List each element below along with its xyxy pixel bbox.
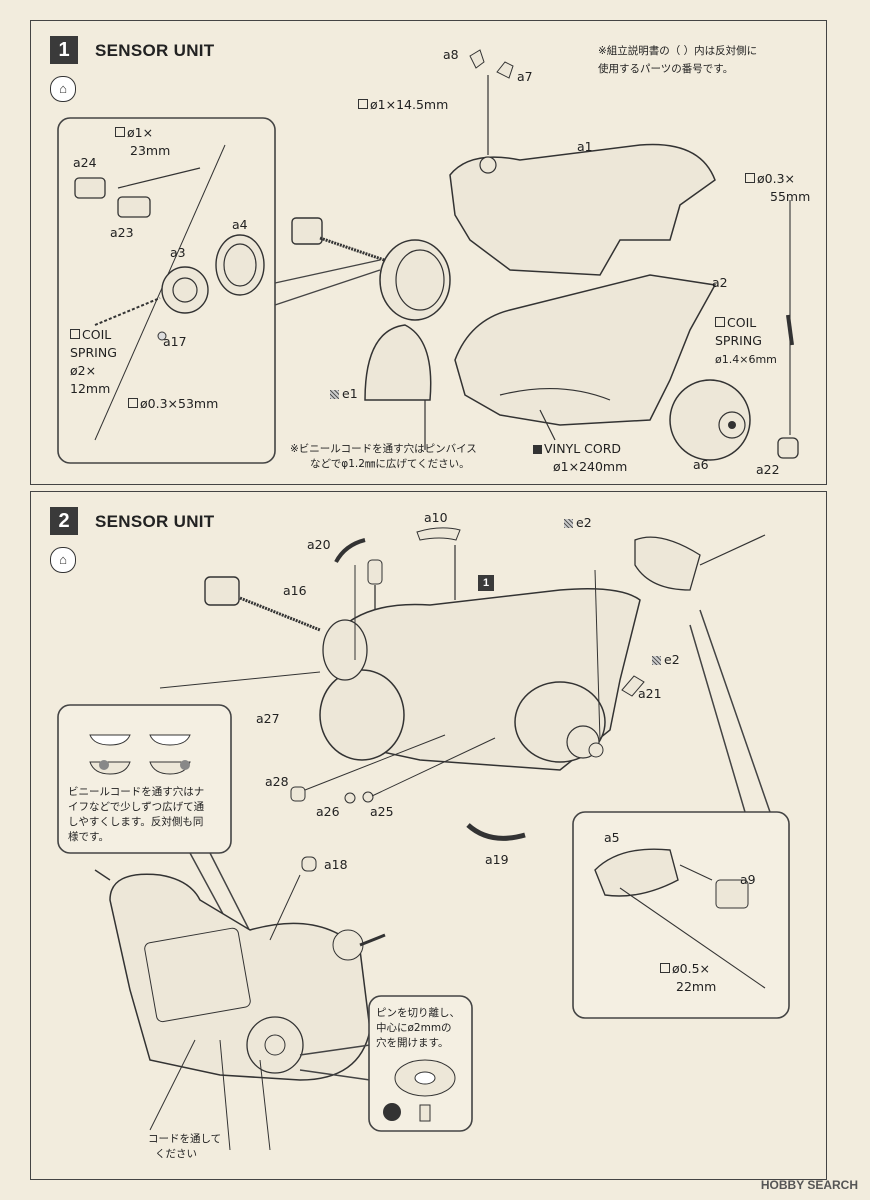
wire1-label: ø1×14.5mm xyxy=(358,98,448,112)
wire2-label-l2: 23mm xyxy=(130,143,171,158)
callout-pin-l1: ピンを切り離し、 xyxy=(376,1007,460,1019)
wire2-label-l1: ø1× xyxy=(115,126,153,140)
coil2-label-l3: ø1.4×6mm xyxy=(715,353,777,366)
step1-tool-icon: ⌂ xyxy=(50,76,76,102)
label-a25: a25 xyxy=(370,804,394,819)
ref-step1-box: 1 xyxy=(478,575,494,591)
label-a23: a23 xyxy=(110,225,134,240)
label-a9: a9 xyxy=(740,872,756,887)
step1-number: 1 xyxy=(50,36,78,64)
label-a17: a17 xyxy=(163,334,187,349)
step1-note-line1: ※組立説明書の（ ）内は反対側に xyxy=(598,45,758,57)
label-a28: a28 xyxy=(265,774,289,789)
label-a7: a7 xyxy=(517,69,533,84)
label-a3: a3 xyxy=(170,245,186,260)
label-a27: a27 xyxy=(256,711,280,726)
step1-hole-note-l1: ※ビニールコードを通す穴はピンバイス xyxy=(290,443,477,455)
label-e2-right: e2 xyxy=(652,653,680,667)
step2-panel xyxy=(30,491,827,1180)
label-a18: a18 xyxy=(324,857,348,872)
callout-left-l3: しやすくします。反対側も同 xyxy=(68,816,204,828)
label-a26: a26 xyxy=(316,804,340,819)
coil-label-l2: SPRING xyxy=(70,345,117,360)
wire3-label-l1: ø0.3× xyxy=(745,172,795,186)
coil2-label-l1: COIL xyxy=(715,316,756,330)
wire4-label: ø0.3×53mm xyxy=(128,397,218,411)
label-a20: a20 xyxy=(307,537,331,552)
callout-left-l1: ビニールコードを通す穴はナ xyxy=(68,786,205,798)
label-a4: a4 xyxy=(232,217,248,232)
label-a19: a19 xyxy=(485,852,509,867)
label-a8: a8 xyxy=(443,47,459,62)
vinyl-label-l2: ø1×240mm xyxy=(553,459,628,474)
step1-title: SENSOR UNIT xyxy=(95,41,215,60)
coil-label-l3: ø2× xyxy=(70,363,97,378)
callout-pin-l3: 穴を開けます。 xyxy=(376,1037,449,1049)
label-a21: a21 xyxy=(638,686,662,701)
label-a2: a2 xyxy=(712,275,728,290)
step1-panel xyxy=(30,20,827,485)
wire3-label-l2: 55mm xyxy=(770,189,811,204)
label-a5: a5 xyxy=(604,830,620,845)
label-a6: a6 xyxy=(693,457,709,472)
label-a1: a1 xyxy=(577,139,593,154)
step1-note-line2: 使用するパーツの番号です。 xyxy=(598,63,734,75)
wire-label-l1: ø0.5× xyxy=(660,962,710,976)
label-e1: e1 xyxy=(330,387,358,401)
label-a10: a10 xyxy=(424,510,448,525)
cord-note-l2: ください xyxy=(155,1148,197,1160)
step2-tool-icon: ⌂ xyxy=(50,547,76,573)
callout-pin-l2: 中心にø2mmの xyxy=(376,1022,452,1034)
step2-number: 2 xyxy=(50,507,78,535)
cord-note-l1: コードを通して xyxy=(148,1133,222,1145)
label-a24: a24 xyxy=(73,155,97,170)
label-a16: a16 xyxy=(283,583,307,598)
step1-hole-note-l2: などでφ1.2㎜に広げてください。 xyxy=(310,458,470,470)
coil-label-l1: COIL xyxy=(70,328,111,342)
label-e2-top: e2 xyxy=(564,516,592,530)
label-a22: a22 xyxy=(756,462,780,477)
coil2-label-l2: SPRING xyxy=(715,333,762,348)
wire-label-l2: 22mm xyxy=(676,979,717,994)
coil-label-l4: 12mm xyxy=(70,381,111,396)
vinyl-label-l1: VINYL CORD xyxy=(533,442,621,456)
callout-left-l2: イフなどで少しずつ広げて通 xyxy=(68,801,205,813)
callout-left-l4: 様です。 xyxy=(68,831,109,843)
footer-watermark: HOBBY SEARCH xyxy=(760,1178,858,1192)
step2-title: SENSOR UNIT xyxy=(95,512,215,531)
